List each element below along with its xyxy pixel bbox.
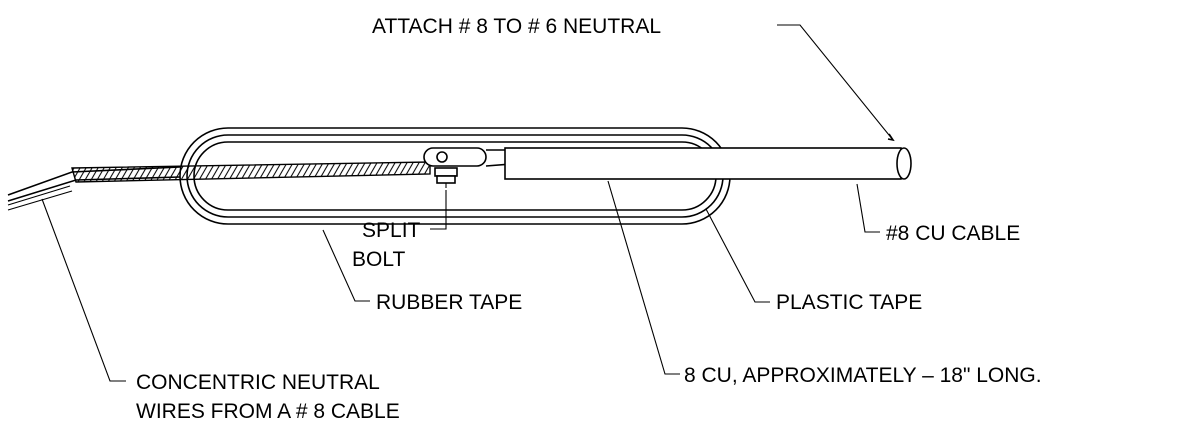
split-bolt [423,147,513,188]
label-cu-long: 8 CU, APPROXIMATELY – 18" LONG. [684,364,1042,387]
label-concentric-2: WIRES FROM A # 8 CABLE [136,400,400,423]
label-cu-cable: #8 CU CABLE [886,222,1020,245]
label-plastic-tape: PLASTIC TAPE [776,291,922,314]
label-rubber-tape: RUBBER TAPE [376,291,522,314]
stranded-neutral-conductor [71,161,431,183]
cu-cable [504,147,912,180]
label-split: SPLIT [362,219,421,242]
leader-lines [41,24,895,382]
label-concentric-1: CONCENTRIC NEUTRAL [136,371,380,394]
label-attach: ATTACH # 8 TO # 6 NEUTRAL [372,15,661,38]
label-bolt: BOLT [352,248,405,271]
